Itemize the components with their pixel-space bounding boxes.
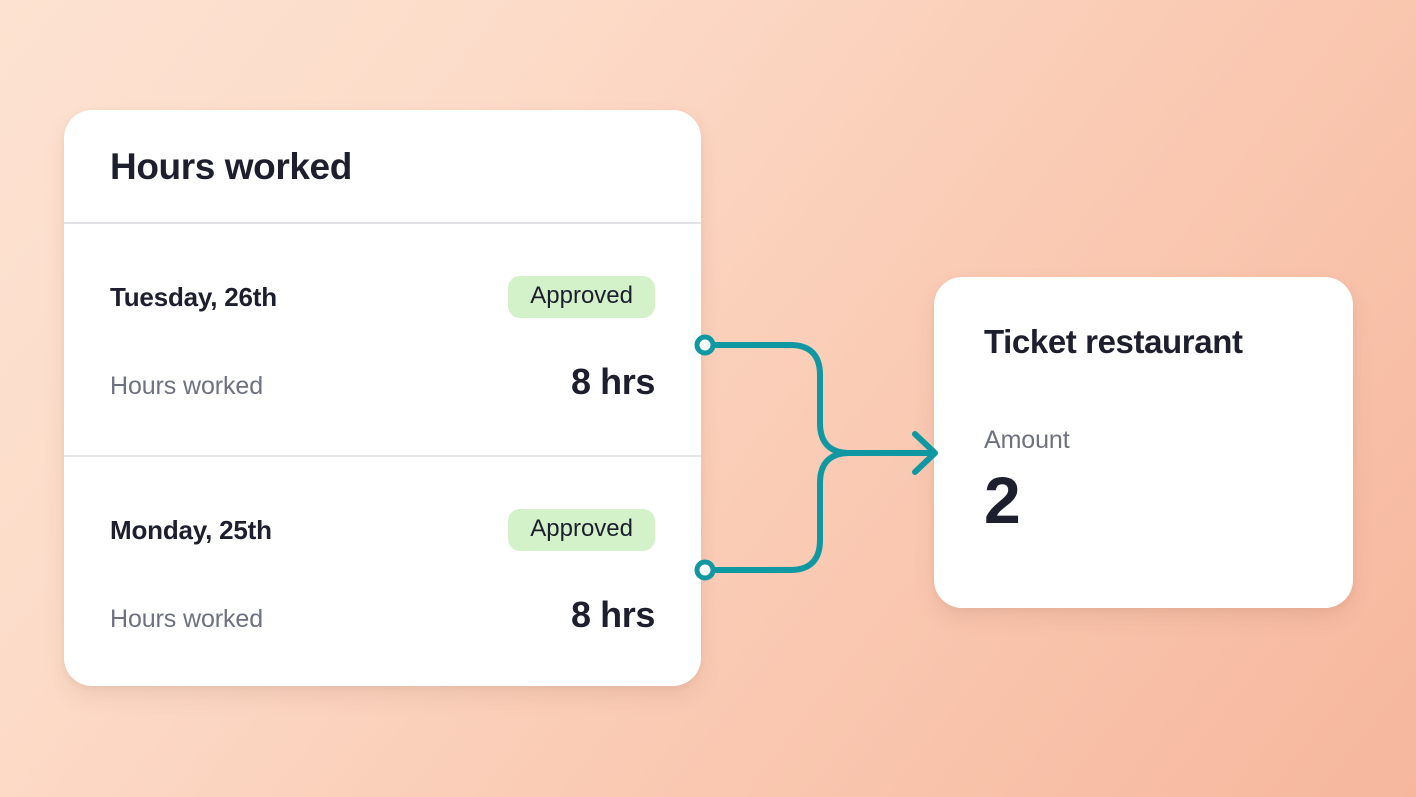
day-label: Tuesday, 26th bbox=[110, 281, 277, 312]
day-row-header: Tuesday, 26th Approved bbox=[110, 276, 655, 318]
metric-value: 8 hrs bbox=[570, 594, 655, 635]
hours-worked-card: Hours worked Tuesday, 26th Approved Hour… bbox=[64, 110, 701, 686]
table-row[interactable]: Tuesday, 26th Approved Hours worked 8 hr… bbox=[64, 224, 701, 455]
day-row-metric: Hours worked 8 hrs bbox=[110, 361, 655, 403]
status-badge: Approved bbox=[508, 276, 655, 318]
metric-label: Hours worked bbox=[110, 605, 264, 633]
day-row-metric: Hours worked 8 hrs bbox=[110, 594, 655, 636]
page-title: Hours worked bbox=[110, 145, 352, 187]
metric-label: Hours worked bbox=[110, 372, 264, 400]
status-badge: Approved bbox=[508, 509, 655, 551]
amount-value: 2 bbox=[984, 463, 1021, 537]
header-divider bbox=[64, 222, 701, 224]
metric-value: 8 hrs bbox=[570, 361, 655, 402]
day-label: Monday, 25th bbox=[110, 514, 272, 545]
table-row[interactable]: Monday, 25th Approved Hours worked 8 hrs bbox=[64, 457, 701, 688]
amount-label: Amount bbox=[984, 426, 1070, 454]
connector-path-bottom bbox=[702, 450, 931, 573]
ticket-card-title: Ticket restaurant bbox=[984, 323, 1243, 360]
row-divider bbox=[64, 455, 701, 457]
connector-path-top bbox=[702, 342, 931, 456]
hours-card-header: Hours worked bbox=[64, 110, 701, 222]
connector-arrow-icon bbox=[912, 431, 938, 475]
ticket-card-body: Ticket restaurant Amount 2 bbox=[934, 277, 1353, 608]
ticket-restaurant-card: Ticket restaurant Amount 2 bbox=[934, 277, 1353, 608]
day-row-header: Monday, 25th Approved bbox=[110, 509, 655, 551]
